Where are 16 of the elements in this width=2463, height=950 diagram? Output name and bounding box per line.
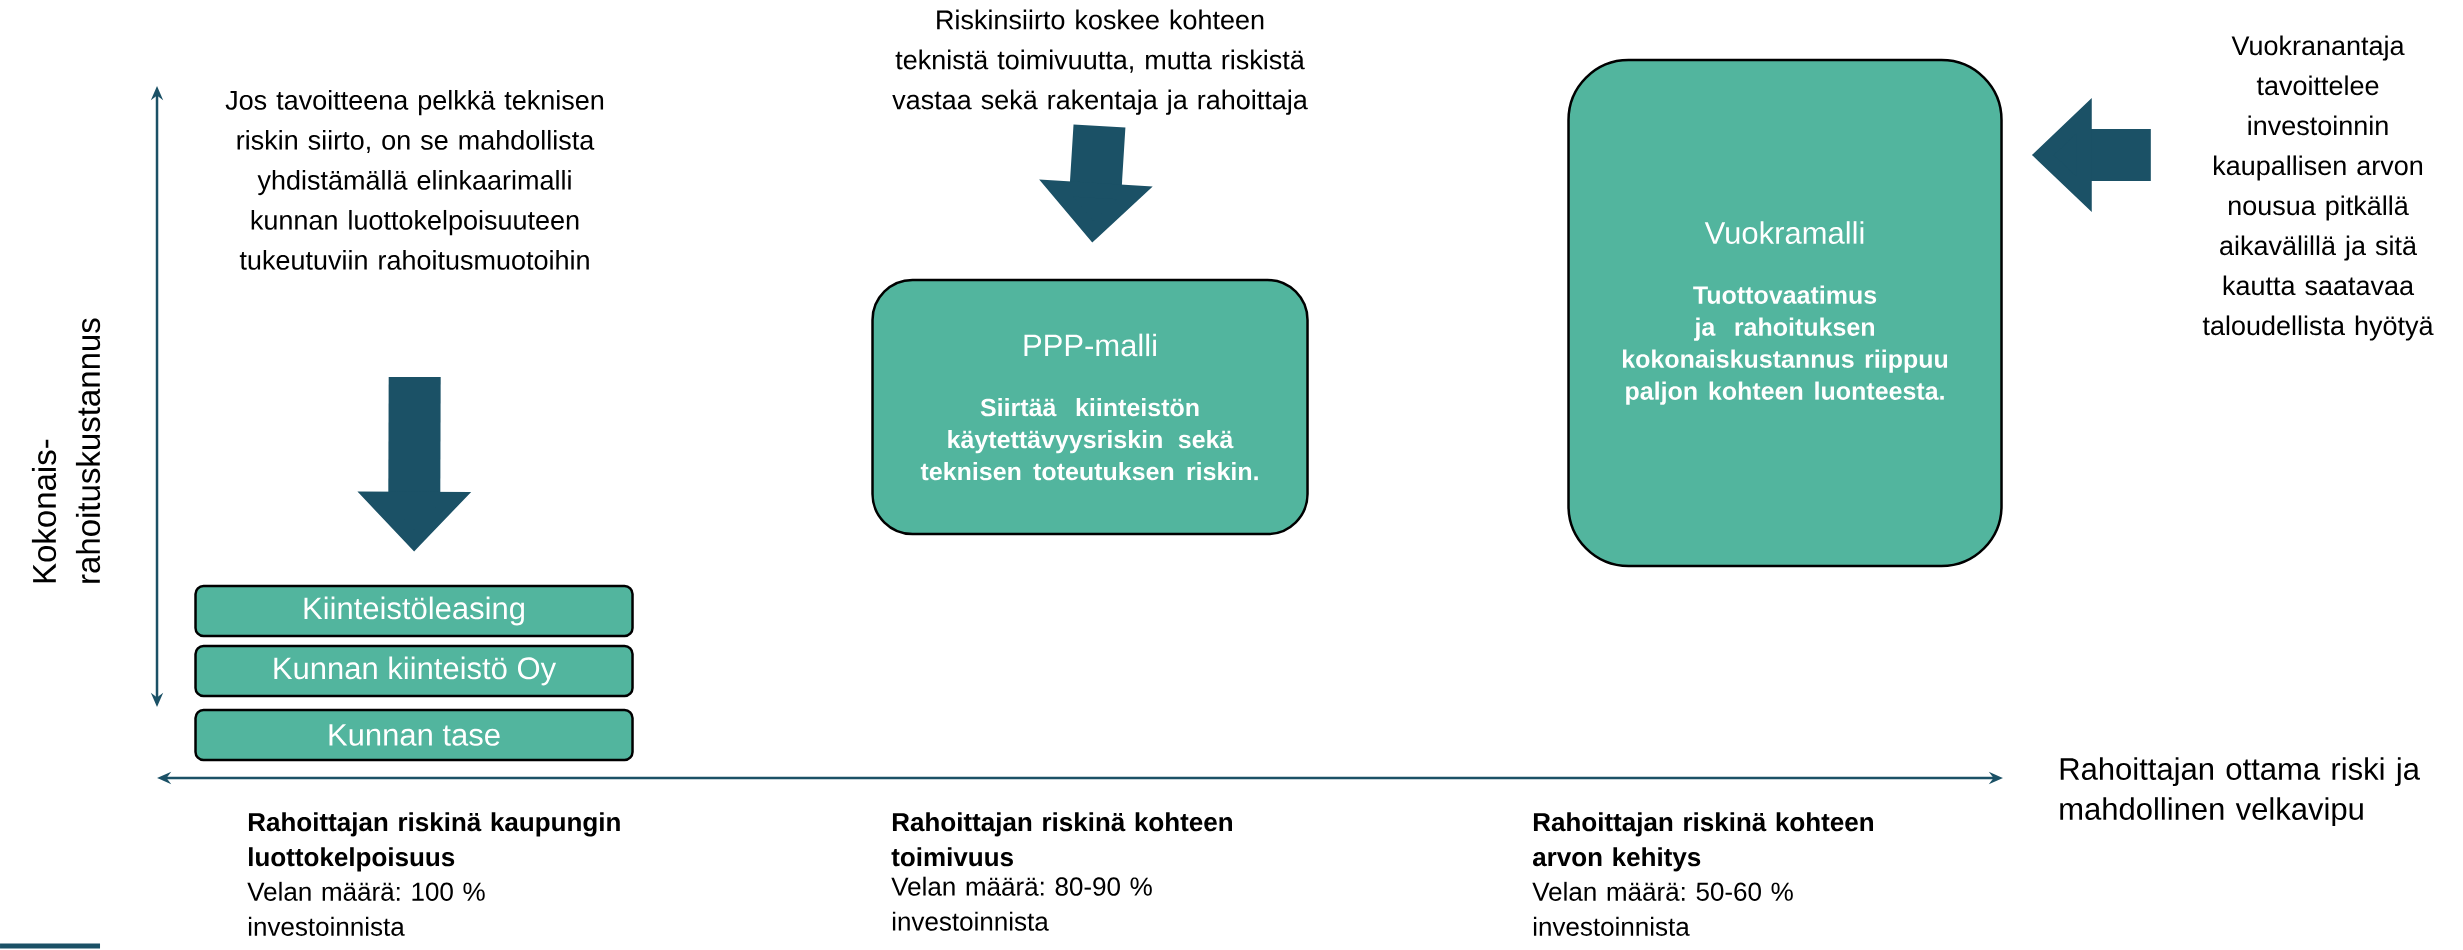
category-box: Kunnan tase xyxy=(194,708,634,762)
risk-heading: Rahoittajan riskinä kaupungin luottokelpoisuus xyxy=(248,812,620,872)
category-box: Kiinteistöleasing xyxy=(194,584,634,638)
axis-label: Kokonais- rahoituskustannus xyxy=(31,318,101,583)
model-box: PPP-malli Siirtää kiinteistön käytettävyysriskin sekä teknisen toteutuksen riskin. xyxy=(871,278,1309,536)
axis-label: Rahoittajan ottama riski ja mahdollinen velkavipu xyxy=(2060,757,2420,827)
risk-heading: Rahoittajan riskinä kohteen arvon kehitys xyxy=(1533,812,1873,872)
note-text: Jos tavoitteena pelkkä teknisen riskin siirto, on se mahdollista yhdistämällä elinkaarimalli kunnan luottokelpoisuuteen tukeutuviin rahoitusmuotoihin xyxy=(225,89,604,270)
category-box: Kunnan kiinteistö Oy xyxy=(194,644,634,698)
risk-heading: Rahoittajan riskinä kohteen toimivuus xyxy=(891,812,1232,867)
model-box: Vuokramalli Tuottovaatimus ja rahoituksen kokonaiskustannus riippuu paljon kohteen luonteesta. xyxy=(1567,58,2003,568)
debt-text: Velan määrä: 100 % investoinnista xyxy=(247,881,485,936)
note-text: Riskinsiirto koskee kohteen teknistä toimivuutta, mutta riskistä vastaa sekä rakentaja ja rahoittaja xyxy=(892,9,1308,115)
note-text: Vuokranantaja tavoittelee investoinnin kaupallisen arvon nousua pitkällä aikavälillä ja sitä kautta saatavaa taloudellista hyötyä xyxy=(2202,35,2434,341)
debt-text: Velan määrä: 50-60 % investoinnista xyxy=(1532,881,1793,936)
debt-text: Velan määrä: 80-90 % investoinnista xyxy=(891,876,1152,931)
